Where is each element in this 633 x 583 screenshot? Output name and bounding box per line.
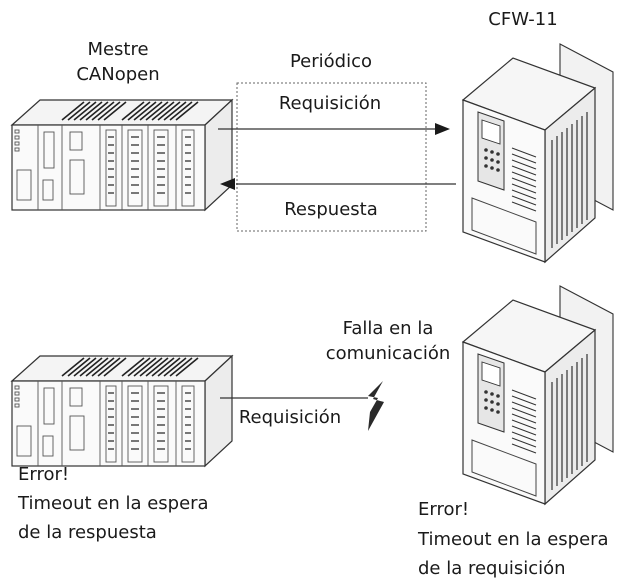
master-error-line3: de la respuesta [18,522,157,543]
periodic-dashed-box [236,82,427,232]
master-error-line1: Error! [18,464,69,485]
comm-failure-line1: Falla en la [343,318,434,339]
drive-error-line1: Error! [418,499,469,520]
master-label-line2: CANopen [76,64,159,85]
request-arrowhead [435,123,450,135]
lightning-bolt-icon [368,381,384,431]
drive-error-line3: de la requisición [418,558,566,579]
request-label: Requisición [279,93,381,114]
response-arrowhead [220,178,235,190]
failed-request-label: Requisición [239,407,341,428]
drive-error-line2: Timeout en la espera [417,529,609,550]
comm-failure-line2: comunicación [326,343,451,364]
master-error-line2: Timeout en la espera [17,493,209,514]
cfw11-drive-failure [462,285,614,505]
response-label: Respuesta [284,199,378,220]
canopen-master-plc [11,99,233,211]
master-label-line1: Mestre [87,39,148,60]
cfw11-drive [462,43,614,263]
periodic-label: Periódico [290,51,372,72]
drive-label: CFW-11 [488,9,557,30]
canopen-master-plc-failure [11,355,233,467]
